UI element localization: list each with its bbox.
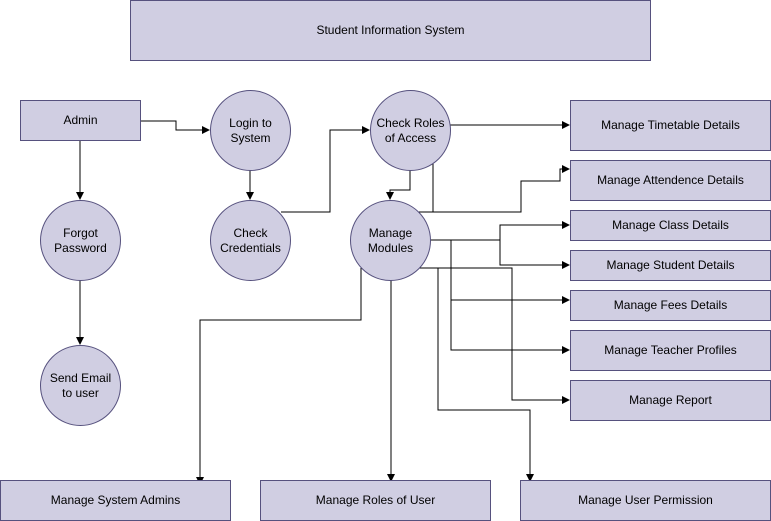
node-manage-modules: Manage Modules (350, 200, 431, 281)
node-admin: Admin (20, 100, 141, 141)
edge-modules-permission (429, 267, 534, 482)
node-forgot-password: Forgot Password (40, 200, 121, 281)
node-manage-report: Manage Report (570, 380, 771, 421)
edge-admin-login (140, 120, 210, 134)
node-manage-teacher: Manage Teacher Profiles (570, 330, 771, 371)
node-check-roles: Check Roles of Access (370, 90, 451, 171)
node-manage-class: Manage Class Details (570, 210, 771, 241)
edge-modules-report (418, 267, 570, 404)
node-check-credentials: Check Credentials (210, 200, 291, 281)
node-login: Login to System (210, 90, 291, 171)
edge-modules-fees (450, 240, 570, 304)
edge-modules-attendence (425, 165, 570, 213)
edge-modules-student (499, 240, 570, 269)
node-manage-roles-of-user: Manage Roles of User (260, 480, 491, 521)
node-manage-fees: Manage Fees Details (570, 290, 771, 321)
node-manage-system-admins: Manage System Admins (0, 480, 231, 521)
node-manage-user-permission: Manage User Permission (520, 480, 771, 521)
system-title: Student Information System (130, 0, 651, 61)
edge-modules-class (430, 221, 570, 241)
node-manage-student: Manage Student Details (570, 250, 771, 281)
edge-credentials-roles (281, 126, 370, 213)
node-manage-timetable: Manage Timetable Details (570, 100, 771, 151)
edge-modules-teacher (450, 300, 570, 354)
edge-modules-sysadmins (196, 268, 362, 485)
node-manage-attendence: Manage Attendence Details (570, 160, 771, 201)
node-send-email: Send Email to user (40, 345, 121, 426)
edge-roles-modules (386, 170, 411, 200)
